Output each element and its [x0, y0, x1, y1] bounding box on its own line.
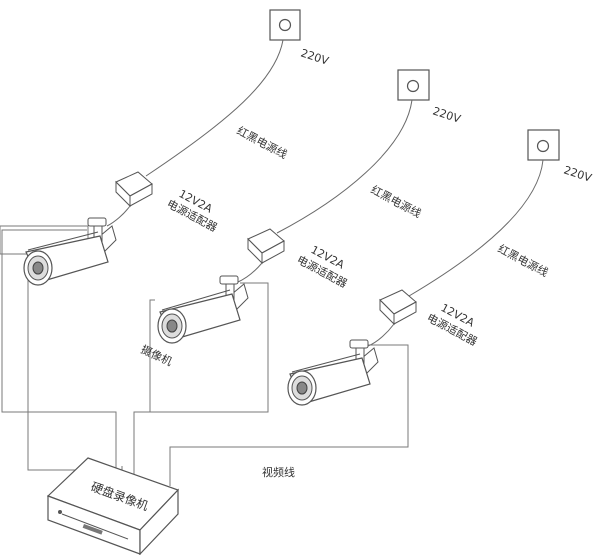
- adapter-3-label: 12V2A 电源适配器: [425, 301, 480, 348]
- power-cable-1-label: 红黑电源线: [235, 123, 290, 161]
- power-adapter-1: [115, 171, 153, 208]
- power-cable-3-label: 红黑电源线: [496, 241, 551, 279]
- camera-2: [157, 275, 249, 344]
- camera-label: 摄像机: [139, 342, 175, 369]
- power-adapter-3: [379, 289, 417, 326]
- outlet-2-voltage: 220V: [431, 104, 463, 125]
- power-cable-2: [276, 99, 413, 234]
- video-cable-label: 视频线: [262, 465, 295, 479]
- power-cable-1: [145, 39, 284, 177]
- dc-cable-1: [106, 205, 131, 227]
- dc-cable-3: [367, 323, 395, 347]
- dc-cable-2: [237, 262, 263, 283]
- outlet-1-voltage: 220V: [299, 46, 331, 67]
- power-cable-3: [408, 159, 544, 297]
- video-cable-1-frame: [1, 229, 117, 470]
- video-cable-3: [169, 344, 409, 486]
- camera-1: [23, 217, 117, 286]
- video-cable-2-left: [149, 299, 155, 412]
- wall-outlet-2: [397, 69, 430, 101]
- power-cable-2-label: 红黑电源线: [369, 182, 424, 220]
- video-cable-1: [0, 225, 123, 471]
- adapter-1-label: 12V2A 电源适配器: [165, 187, 220, 234]
- outlet-3-voltage: 220V: [562, 163, 594, 184]
- power-adapter-2: [247, 228, 285, 265]
- adapter-2-label: 12V2A 电源适配器: [295, 243, 350, 290]
- nvr-recorder: [46, 457, 180, 555]
- wall-outlet-1: [269, 9, 301, 41]
- wall-outlet-3: [527, 129, 560, 161]
- camera-3: [287, 339, 379, 406]
